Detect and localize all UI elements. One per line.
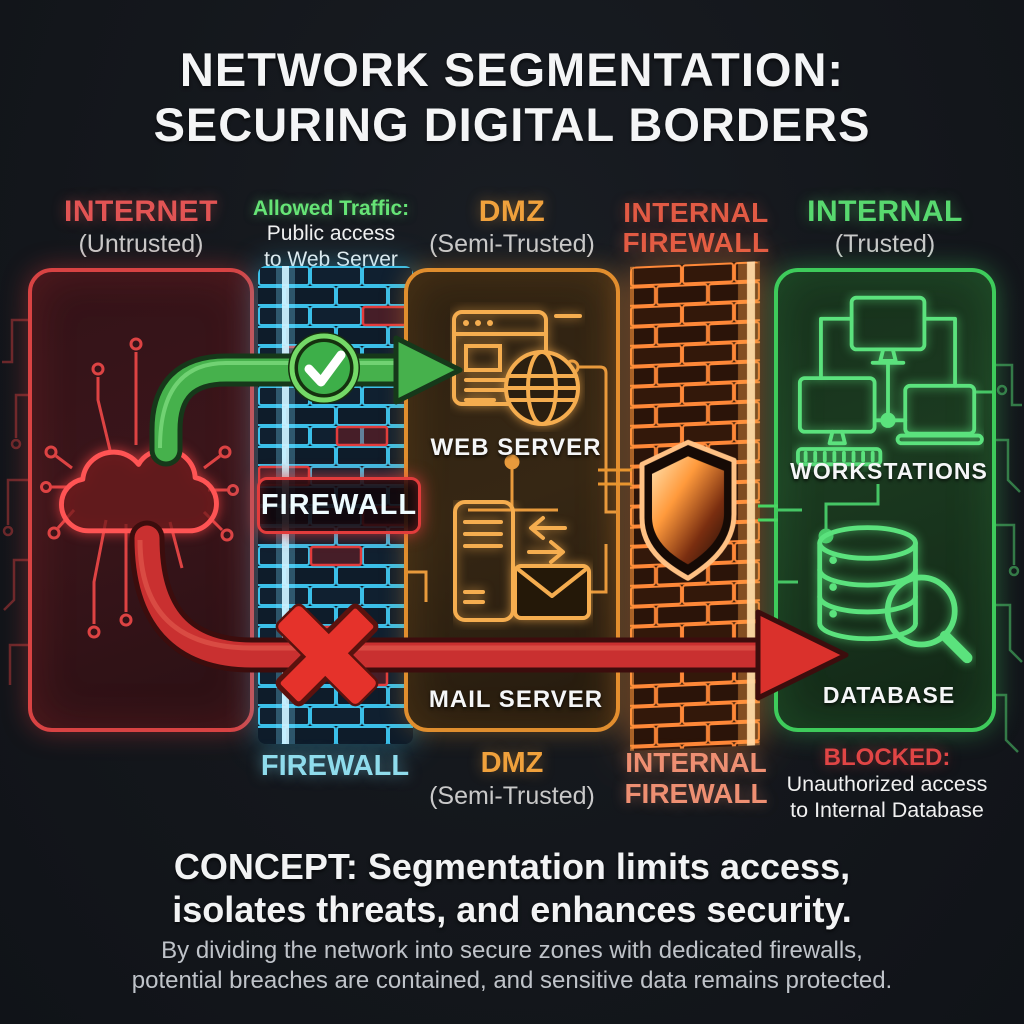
blocked-note: BLOCKED: Unauthorized access to Internal… <box>770 744 1004 824</box>
workstations-icon <box>796 295 984 467</box>
allowed-traffic-title: Allowed Traffic: <box>252 197 410 220</box>
firewall-bottom-label: FIREWALL <box>260 750 410 782</box>
internet-header-title: INTERNET <box>64 195 218 228</box>
internet-header: INTERNET (Untrusted) <box>28 195 254 259</box>
blocked-title: BLOCKED: <box>823 744 951 771</box>
dmz-zone: WEB SERVER MAIL SERVER <box>404 268 620 732</box>
allowed-traffic-line2: to Web Server <box>264 247 398 271</box>
internal-header-subtitle: (Trusted) <box>834 230 936 259</box>
dmz-header-subtitle: (Semi-Trusted) <box>429 230 595 259</box>
internal-zone: WORKSTATIONS DATABASE <box>774 268 996 732</box>
circuit-pattern-right <box>994 363 1023 753</box>
internet-header-subtitle: (Untrusted) <box>78 230 204 259</box>
workstations-label: WORKSTATIONS <box>790 458 988 484</box>
web-server-icon <box>452 310 582 426</box>
internal-firewall-wall <box>630 261 760 751</box>
concept-line-1: CONCEPT: Segmentation limits access, <box>173 846 851 887</box>
web-server-label: WEB SERVER <box>430 434 602 461</box>
internal-header-title: INTERNAL <box>807 195 963 228</box>
page-title: NETWORK SEGMENTATION: SECURING DIGITAL B… <box>0 42 1024 153</box>
subtext-line-2: potential breaches are contained, and se… <box>131 966 893 994</box>
allowed-traffic-line1: Public access <box>266 222 396 245</box>
magnifier-handle <box>939 630 973 664</box>
concept-statement: CONCEPT: Segmentation limits access, iso… <box>0 845 1024 931</box>
cloud-icon <box>40 337 239 639</box>
blocked-line2: to Internal Database <box>790 797 984 822</box>
dmz-header-title: DMZ <box>478 195 546 228</box>
mail-server-icon <box>453 500 591 622</box>
cloud-shape <box>59 447 219 534</box>
circuit-pattern-left <box>2 318 30 685</box>
database-label: DATABASE <box>822 682 956 708</box>
dmz-bottom-label: DMZ (Semi-Trusted) <box>404 747 620 811</box>
internal-firewall-header-line1: INTERNAL <box>623 197 769 228</box>
dmz-bottom-subtitle: (Semi-Trusted) <box>429 782 595 810</box>
internal-header: INTERNAL (Trusted) <box>774 195 996 259</box>
firewall-wall-label: FIREWALL <box>257 477 421 534</box>
concept-line-2: isolates threats, and enhances security. <box>172 889 852 931</box>
database-icon <box>817 525 973 664</box>
magnifier-glass <box>884 574 958 648</box>
concept-subtext: By dividing the network into secure zone… <box>0 936 1024 996</box>
internal-firewall-header-line2: FIREWALL <box>622 227 770 259</box>
internet-zone <box>28 268 254 732</box>
internal-firewall-bottom-label: INTERNAL FIREWALL <box>614 747 778 810</box>
allowed-traffic-note: Allowed Traffic: Public access to Web Se… <box>246 197 416 272</box>
internal-firewall-bottom-line2: FIREWALL <box>624 778 768 810</box>
subtext-line-1: By dividing the network into secure zone… <box>161 937 863 964</box>
internal-firewall-header: INTERNAL FIREWALL <box>614 197 778 259</box>
title-line-1: NETWORK SEGMENTATION: <box>179 43 845 96</box>
internal-firewall-bottom-line1: INTERNAL <box>625 747 767 778</box>
dmz-bottom-title: DMZ <box>480 747 544 779</box>
dmz-header: DMZ (Semi-Trusted) <box>404 195 620 259</box>
title-line-2: SECURING DIGITAL BORDERS <box>153 98 871 152</box>
mail-server-label: MAIL SERVER <box>428 686 604 713</box>
blocked-line1: Unauthorized access <box>786 772 988 796</box>
